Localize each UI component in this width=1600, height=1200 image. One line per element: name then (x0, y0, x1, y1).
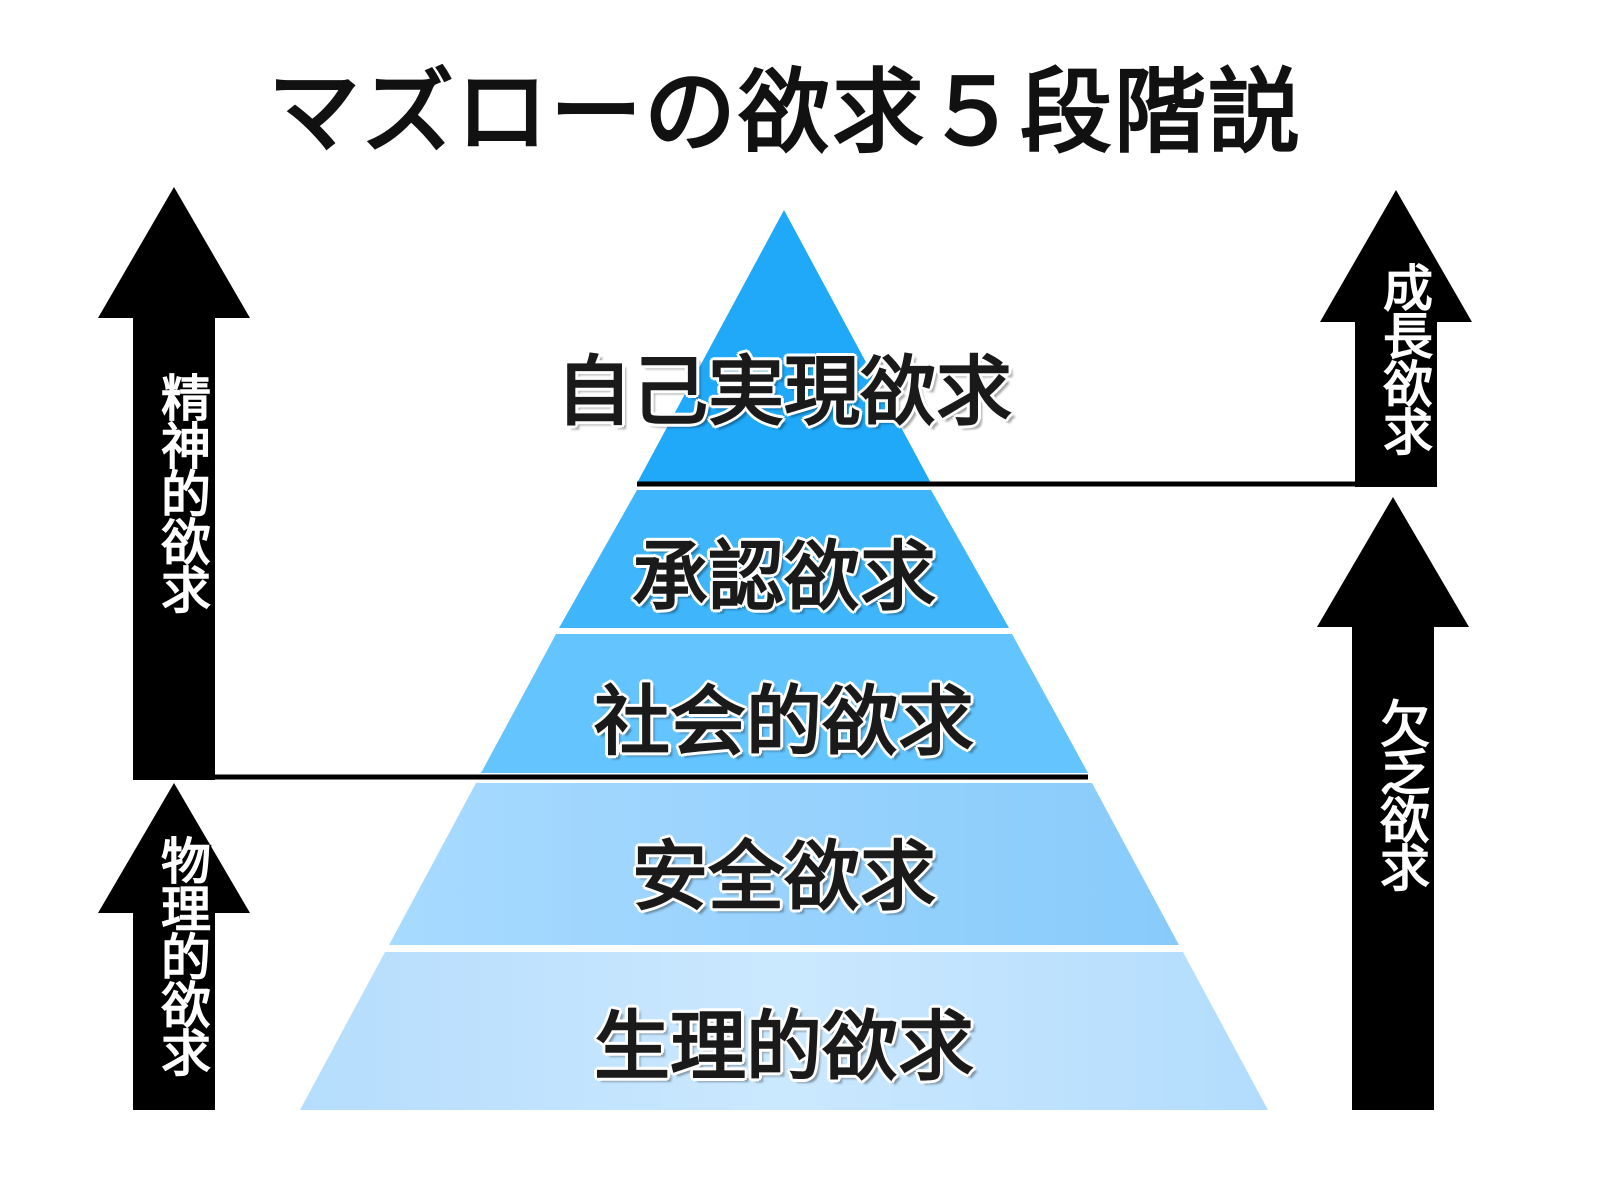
tier-self-actualization (637, 210, 931, 483)
tier-label-self-actualization: 自己実現欲求 (556, 347, 1012, 436)
tier-label-physiological: 生理的欲求 (594, 1002, 974, 1091)
tier-physiological (300, 952, 1268, 1110)
arrow-growth-needs (1320, 190, 1472, 487)
label-growth-needs: 成長欲求 (1375, 262, 1433, 454)
tier-social (481, 634, 1088, 773)
arrow-mental-needs (98, 187, 250, 780)
arrow-physical-needs (98, 783, 250, 1110)
tier-safety (389, 783, 1179, 945)
page-title: マズローの欲求５段階説 (267, 59, 1302, 166)
tier-label-social: 社会的欲求 (594, 677, 974, 766)
label-physical-needs: 物理的欲求 (153, 835, 211, 1075)
label-deficiency-needs: 欠乏欲求 (1372, 698, 1430, 890)
label-mental-needs: 精神的欲求 (153, 372, 211, 612)
arrow-deficiency-needs (1317, 497, 1469, 1110)
tier-label-safety: 安全欲求 (632, 832, 936, 921)
tier-esteem (559, 490, 1009, 628)
tier-label-esteem: 承認欲求 (632, 532, 936, 621)
